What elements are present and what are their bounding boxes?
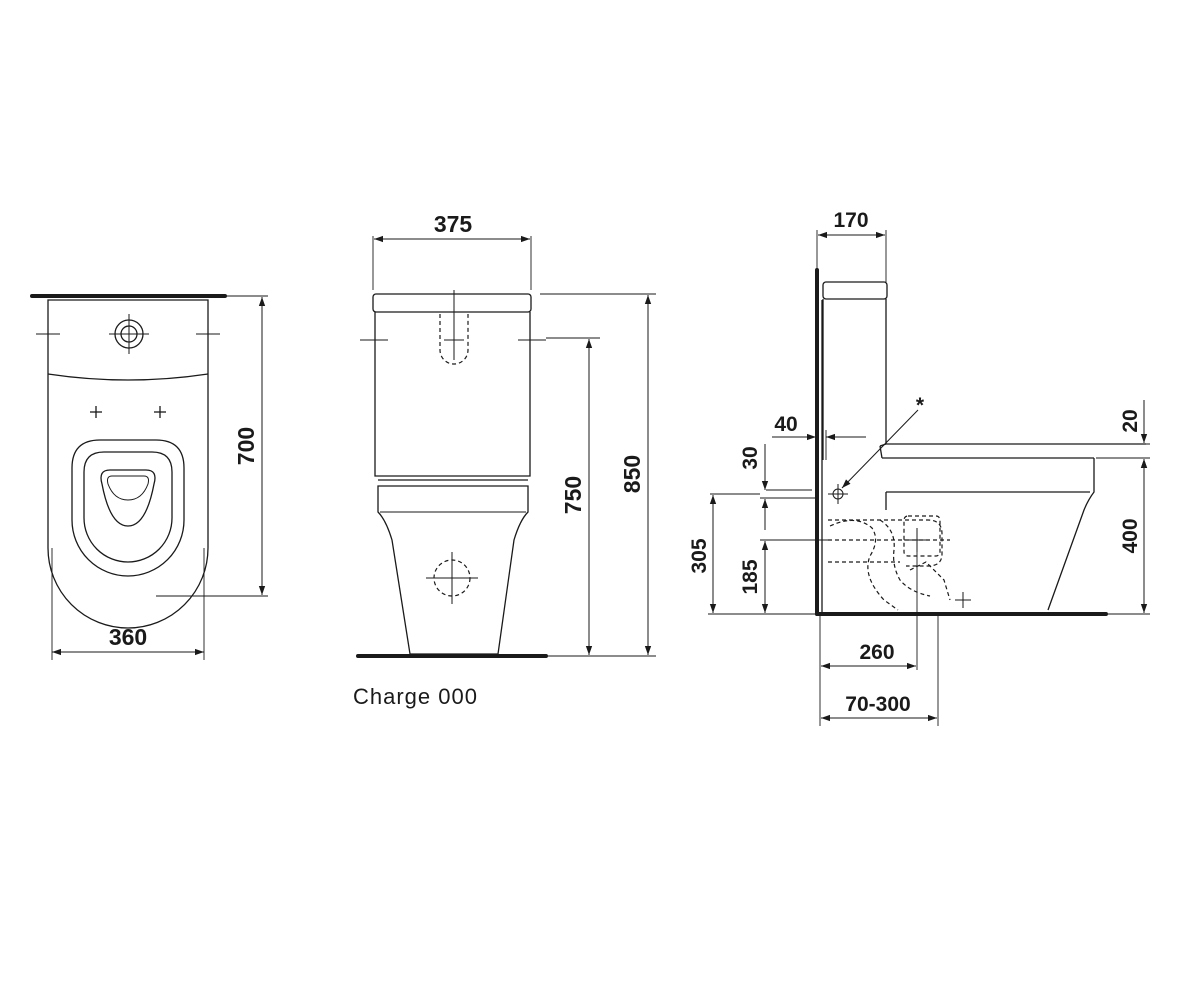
dim-label-front-750: 750: [560, 476, 586, 514]
dim-label-side-260: 260: [859, 641, 894, 664]
dim-label-side-185: 185: [739, 559, 762, 594]
front-view-lid: [372, 293, 532, 313]
top-view: 360 700: [30, 294, 268, 660]
side-view-lid: [822, 281, 888, 300]
hinge-marker-left: [90, 406, 102, 418]
dim-label-top-depth: 700: [233, 427, 259, 465]
dim-label-front-width: 375: [434, 211, 473, 237]
side-view-bowl-front: [1047, 458, 1095, 611]
front-view: 375 750 850 Charge 000: [353, 211, 656, 709]
dim-label-side-70-300: 70-300: [845, 693, 910, 716]
charge-label: Charge 000: [353, 684, 478, 709]
asterisk-leader: [841, 409, 919, 489]
asterisk-label: *: [916, 394, 925, 417]
side-view-trap-hidden: [828, 515, 951, 611]
top-view-bowl-opening: [100, 469, 156, 527]
dim-label-side-40: 40: [774, 413, 797, 436]
side-view-cistern: [822, 299, 887, 460]
top-view-seat: [71, 439, 185, 577]
hinge-marker-right: [154, 406, 166, 418]
side-view-seat: [879, 443, 1146, 459]
front-view-cistern: [374, 312, 531, 477]
dim-label-top-width: 360: [109, 624, 147, 650]
top-view-cistern-edge: [47, 373, 209, 381]
dim-label-side-400: 400: [1119, 518, 1142, 553]
side-view: * 170 40 30 305 185: [688, 209, 1150, 726]
front-view-button-recess: [439, 314, 469, 365]
front-view-bowl: [377, 485, 529, 655]
dim-label-side-30: 30: [739, 446, 762, 469]
dim-label-side-20: 20: [1119, 409, 1142, 432]
dim-label-side-305: 305: [688, 538, 711, 573]
dim-label-side-170: 170: [833, 209, 868, 232]
dim-label-front-850: 850: [619, 455, 645, 493]
